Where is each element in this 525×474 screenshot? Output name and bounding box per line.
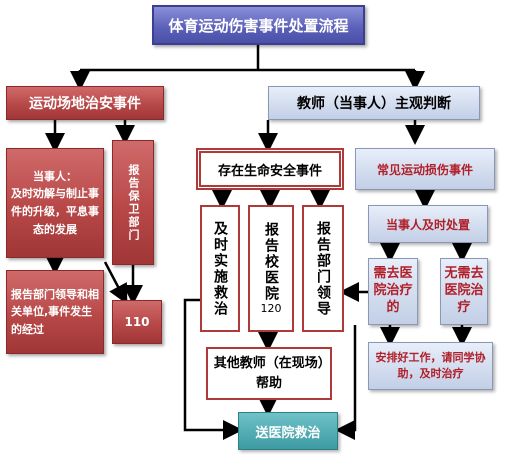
common-injury-box: 常见运动损伤事件	[355, 148, 495, 190]
teacher-judgment-heading: 教师（当事人）主观判断	[268, 86, 480, 120]
need-hospital-box: 需去医院治疗的	[368, 258, 418, 325]
no-hospital-box: 无需去医院治疗	[440, 258, 488, 325]
life-safety-box: 存在生命安全事件	[196, 148, 344, 190]
other-teachers-box: 其他教师（在现场）帮助	[206, 347, 332, 400]
hospital-120-box: 报告校医院 120	[248, 205, 294, 332]
page-title: 体育运动伤害事件处置流程	[152, 5, 365, 45]
rescue-box: 及时实施救治	[200, 205, 240, 332]
report-department-box: 报告部门领导和相关单位,事件发生的经过	[6, 270, 104, 354]
send-hospital-box: 送医院救治	[238, 412, 338, 450]
report-leader-box: 报告部门领导	[302, 205, 344, 332]
report-security-box: 报告保卫部门	[112, 140, 154, 265]
security-incident-heading: 运动场地治安事件	[6, 86, 164, 120]
timely-handle-box: 当事人及时处置	[368, 205, 488, 243]
party-handling-box: 当事人： 及时劝解与制止事件的升级，平息事态的发展	[6, 148, 104, 258]
hospital-label: 报告校医院	[263, 222, 279, 302]
police-110-box: 110	[112, 300, 162, 344]
hospital-120-number: 120	[260, 302, 282, 315]
arrange-work-box: 安排好工作，请同学协助，及时治疗	[368, 342, 493, 390]
